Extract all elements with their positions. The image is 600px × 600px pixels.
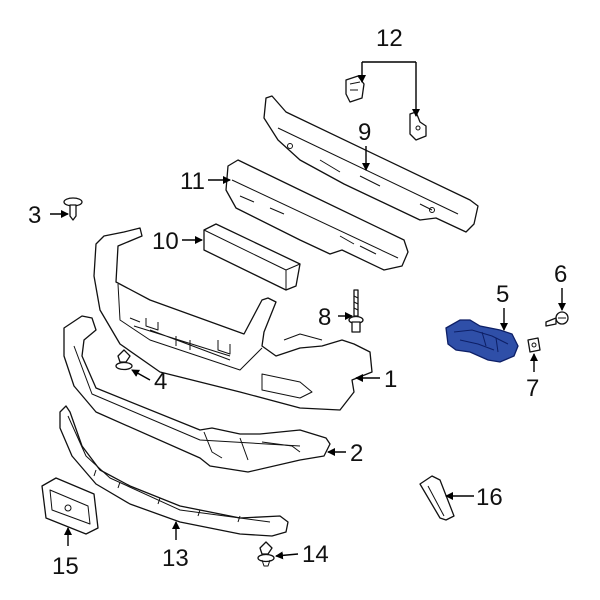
callout-2: 2 <box>350 440 363 467</box>
screw-6-part <box>545 311 569 327</box>
callout-12: 12 <box>376 25 403 52</box>
lower-valance-part <box>63 315 331 473</box>
callout-9: 9 <box>358 119 371 146</box>
highlighted-bracket-part <box>445 319 519 363</box>
callout-6: 6 <box>554 261 567 288</box>
callout-11: 11 <box>180 168 205 195</box>
callout-14: 14 <box>302 541 329 568</box>
license-plate-bracket-part <box>41 477 99 535</box>
callout-1: 1 <box>384 366 397 393</box>
bolt-8-part <box>348 289 364 333</box>
clip-14-part <box>257 541 275 567</box>
clip-nut-7-part <box>527 337 541 353</box>
leader-lines <box>50 61 566 560</box>
clip-4-part <box>115 349 133 371</box>
callout-5: 5 <box>496 281 509 308</box>
callout-labels: 1 2 3 4 5 6 7 8 9 10 11 12 13 14 15 16 <box>28 25 567 580</box>
callout-13: 13 <box>162 545 189 572</box>
callout-7: 7 <box>526 375 539 402</box>
callout-3: 3 <box>28 202 41 229</box>
side-bracket-16-part <box>419 475 455 521</box>
callout-10: 10 <box>152 228 179 255</box>
callout-15: 15 <box>52 553 79 580</box>
foam-block-part <box>203 223 301 291</box>
bumper-cover-part <box>93 227 373 411</box>
callout-16: 16 <box>476 484 503 511</box>
reinforcement-bar-part <box>263 95 479 233</box>
callout-4: 4 <box>154 368 167 395</box>
energy-absorber-part <box>225 159 409 271</box>
lower-lip-strip-part <box>59 405 289 537</box>
bracket-12-right-part <box>409 111 427 141</box>
callout-8: 8 <box>318 304 331 331</box>
push-pin-retainer-part <box>63 197 83 221</box>
